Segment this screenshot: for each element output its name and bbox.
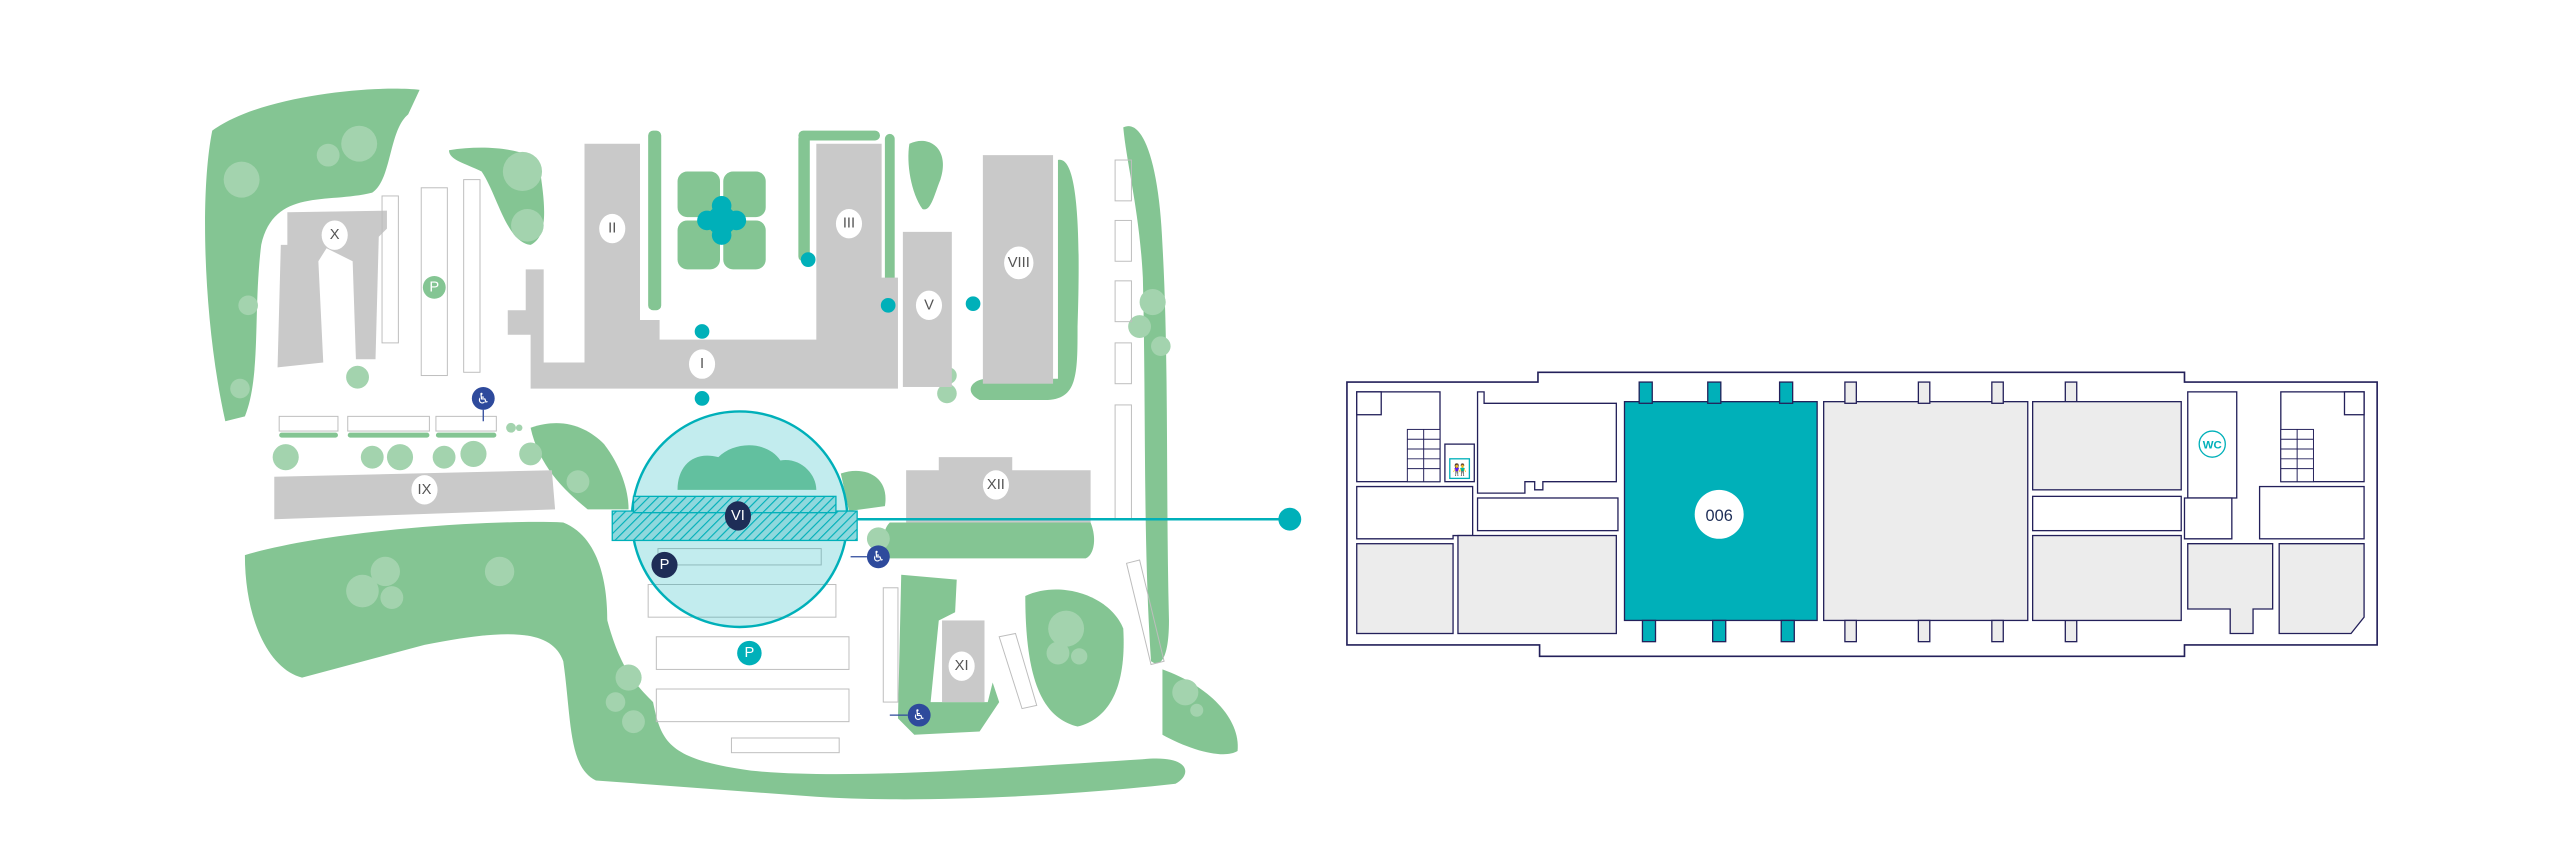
entrance-arrows xyxy=(694,252,981,406)
svg-text:II: II xyxy=(608,221,616,237)
green-strip-north-row xyxy=(347,432,430,438)
buildings xyxy=(274,143,1091,703)
room xyxy=(2032,534,2182,622)
room xyxy=(1476,391,1617,494)
svg-text:♿: ♿ xyxy=(872,549,885,566)
room xyxy=(1823,381,2078,643)
building-x xyxy=(277,210,387,368)
accessible-parking-icon xyxy=(907,703,931,727)
room xyxy=(2278,543,2365,635)
building-ii-i xyxy=(507,143,898,389)
parking-icon: P xyxy=(660,557,670,573)
building-v-label[interactable]: V xyxy=(915,290,943,321)
svg-text:V: V xyxy=(924,297,934,313)
accessible-parking-icon xyxy=(866,545,890,569)
svg-text:III: III xyxy=(843,216,855,232)
green-area-xii-south xyxy=(883,522,1095,559)
entrance-arrow-icon xyxy=(800,252,816,267)
green-strip-ii xyxy=(648,130,662,311)
green-area-west xyxy=(205,88,420,422)
room xyxy=(2032,401,2182,491)
elevator-icon[interactable]: 👫 xyxy=(1444,443,1475,483)
green-area-southwest xyxy=(244,521,1186,800)
green-strip-iii-top xyxy=(798,130,880,141)
green-strip-north-row xyxy=(279,432,338,438)
room xyxy=(1356,543,1454,635)
wc-room[interactable]: WC xyxy=(2187,391,2238,499)
parking-marker-vi[interactable]: P xyxy=(651,551,678,578)
building-labels[interactable]: X II III V VIII I IX XII XI xyxy=(321,209,1034,681)
svg-text:VIII: VIII xyxy=(1008,255,1030,271)
fountain-plaza xyxy=(677,171,766,270)
green-strip-iii-west xyxy=(798,133,810,262)
parking-icon: P xyxy=(744,645,754,661)
svg-text:XII: XII xyxy=(987,477,1005,493)
stairs-icon xyxy=(2280,428,2314,483)
room xyxy=(2183,497,2233,540)
room xyxy=(1356,391,1382,416)
room xyxy=(1476,497,1619,532)
fountain-icon xyxy=(697,195,747,245)
svg-text:X: X xyxy=(330,227,340,243)
accessible-parking-markers[interactable]: ♿ ♿ ♿ xyxy=(471,386,931,727)
svg-text:♿: ♿ xyxy=(913,707,926,724)
room xyxy=(2343,391,2365,416)
building-x-label[interactable]: X xyxy=(321,220,348,250)
room xyxy=(1457,534,1617,635)
building-xi-label[interactable]: XI xyxy=(948,651,975,681)
room xyxy=(2258,485,2365,540)
building-viii-label[interactable]: VIII xyxy=(1004,246,1034,280)
svg-text:I: I xyxy=(700,356,704,372)
entrance-arrow-icon xyxy=(965,296,981,312)
trees xyxy=(223,125,1204,734)
svg-text:XI: XI xyxy=(955,658,969,674)
room xyxy=(2187,543,2274,635)
green-area-vi-west xyxy=(530,423,629,510)
svg-text:♿: ♿ xyxy=(477,390,490,407)
corridor xyxy=(2032,495,2182,532)
green-area-vi-east xyxy=(840,470,886,512)
building-ix-label[interactable]: IX xyxy=(411,475,438,505)
selected-building-vi[interactable]: VI P xyxy=(611,410,858,629)
room-006-label: 006 xyxy=(1706,507,1733,525)
wc-label: WC xyxy=(2203,440,2222,452)
green-area-xi xyxy=(897,574,1000,735)
room xyxy=(1356,485,1474,540)
vi-courtyard-green xyxy=(677,445,817,490)
accessible-parking-icon xyxy=(471,386,495,410)
green-area-viii xyxy=(970,159,1079,401)
room-006[interactable]: 006 xyxy=(1623,381,1818,643)
svg-text:IX: IX xyxy=(418,482,432,498)
building-iii-label[interactable]: III xyxy=(835,209,863,239)
parking-marker-north[interactable]: P xyxy=(422,275,446,299)
parking-rows xyxy=(278,159,1165,754)
building-xii-label[interactable]: XII xyxy=(982,470,1009,500)
building-vi-label[interactable]: VI xyxy=(724,501,752,531)
floor-plan: 👫 006 xyxy=(1346,371,2378,658)
entrance-arrow-icon xyxy=(880,297,896,313)
stairs-icon xyxy=(1406,428,1441,483)
entrance-arrow-icon xyxy=(694,391,710,406)
building-ii-label[interactable]: II xyxy=(599,213,626,244)
campus-map: X II III V VIII I IX XII XI P P ♿ ♿ ♿ xyxy=(205,88,1302,800)
green-strip-north-row xyxy=(435,432,497,438)
green-strip-iii-east xyxy=(884,133,895,311)
green-area-v-north xyxy=(908,140,944,210)
parking-marker-south[interactable]: P xyxy=(737,640,762,666)
building-i-label[interactable]: I xyxy=(688,349,716,379)
connector-dot xyxy=(1278,507,1302,531)
svg-text:VI: VI xyxy=(731,508,745,524)
restroom-icon: 👫 xyxy=(1452,462,1466,476)
green-area-east-strip xyxy=(1123,126,1169,664)
entrance-arrow-icon xyxy=(694,324,710,339)
parking-icon: P xyxy=(429,279,439,295)
